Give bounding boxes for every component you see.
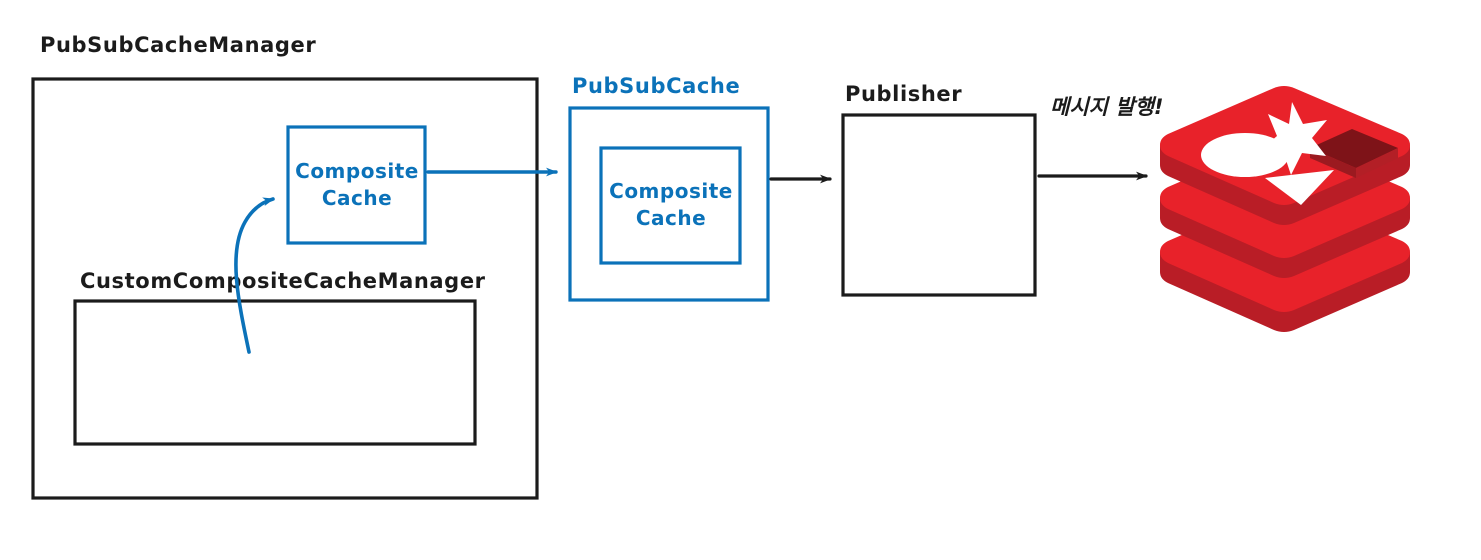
pubsub-cache-box: [568, 106, 770, 302]
redis-square-icon: [1310, 129, 1398, 168]
redis-layer-top: [1160, 86, 1410, 225]
arrow-custom-manager-to-composite-cache: [234, 197, 275, 354]
redis-ellipse-icon: [1201, 133, 1289, 177]
pubsub-cache-label: PubSubCache: [572, 74, 740, 98]
pubsub-cache-manager-label: PubSubCacheManager: [40, 33, 316, 57]
pubsub-cache-manager-box: [31, 77, 539, 500]
composite-cache-box-left: [286, 125, 427, 245]
redis-triangle-icon: [1265, 170, 1334, 205]
composite-cache-mid-line1: Composite: [609, 179, 733, 203]
custom-composite-cache-manager-label: CustomCompositeCacheManager: [80, 269, 486, 293]
custom-composite-cache-manager-box: [73, 299, 477, 446]
composite-cache-left-line2: Cache: [322, 186, 392, 210]
publisher-label: Publisher: [845, 82, 962, 106]
publisher-box: [841, 113, 1037, 297]
redis-logo: [1160, 86, 1410, 332]
message-publish-label: 메시지 발행!: [1050, 95, 1164, 119]
composite-cache-mid-line2: Cache: [636, 206, 706, 230]
redis-star-icon: [1259, 102, 1327, 175]
composite-cache-left-line1: Composite: [295, 159, 419, 183]
composite-cache-box-mid: [599, 146, 742, 265]
